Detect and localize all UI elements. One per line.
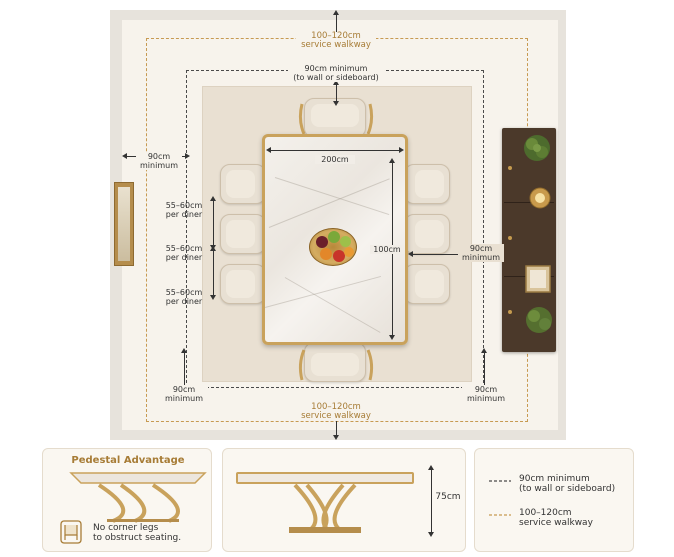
chair-left-3 <box>220 264 266 304</box>
table-depth-label: 100cm <box>370 245 404 254</box>
chair-right-3 <box>404 264 450 304</box>
gold-dash-swatch <box>489 514 511 516</box>
side-elevation-illustration <box>236 472 414 533</box>
fruit-icon <box>320 248 332 260</box>
table-height-label: 75cm <box>435 492 461 502</box>
table-width-label: 200cm <box>315 155 355 164</box>
fruit-icon <box>316 236 328 248</box>
top-clearance-arrow <box>333 80 339 106</box>
fruit-icon <box>344 247 354 257</box>
chair-gold-frames <box>298 103 374 381</box>
chair-left-2 <box>220 214 266 254</box>
chair-icon <box>60 520 82 544</box>
candle-icon <box>529 187 551 209</box>
wall-painting <box>114 182 134 266</box>
table-width-arrow <box>266 147 404 153</box>
table-height-arrow <box>428 465 434 537</box>
legend-panel: 90cm minimum(to wall or sideboard) 100–1… <box>474 448 634 552</box>
chair-left-1 <box>220 164 266 204</box>
sideboard-decor <box>524 135 552 333</box>
chair-right-1 <box>404 164 450 204</box>
diner-spacing-arrow <box>210 246 216 300</box>
chair-right-2 <box>404 214 450 254</box>
wall-clearance-top-label: 90cm minimum(to wall or sideboard) <box>288 64 384 82</box>
pedestal-table-illustration <box>69 472 207 523</box>
chair-foot <box>304 342 366 382</box>
photo-frame-icon <box>525 265 551 293</box>
dark-dash-swatch <box>489 480 511 482</box>
bottom-left-clearance-arrow <box>181 348 187 390</box>
fruit-icon <box>328 231 340 243</box>
plant-icon <box>526 307 552 333</box>
side-elevation-panel: 75cm <box>222 448 466 552</box>
diner-spacing-arrow <box>210 196 216 250</box>
chair-head <box>304 98 366 138</box>
pedestal-panel-title: Pedestal Advantage <box>71 455 185 466</box>
fruit-icon <box>333 250 345 262</box>
legend-dark-text: 90cm minimum(to wall or sideboard) <box>519 474 616 494</box>
bottom-right-clearance-arrow <box>481 348 487 390</box>
fruit-icon <box>340 236 351 247</box>
plant-icon <box>524 135 550 161</box>
